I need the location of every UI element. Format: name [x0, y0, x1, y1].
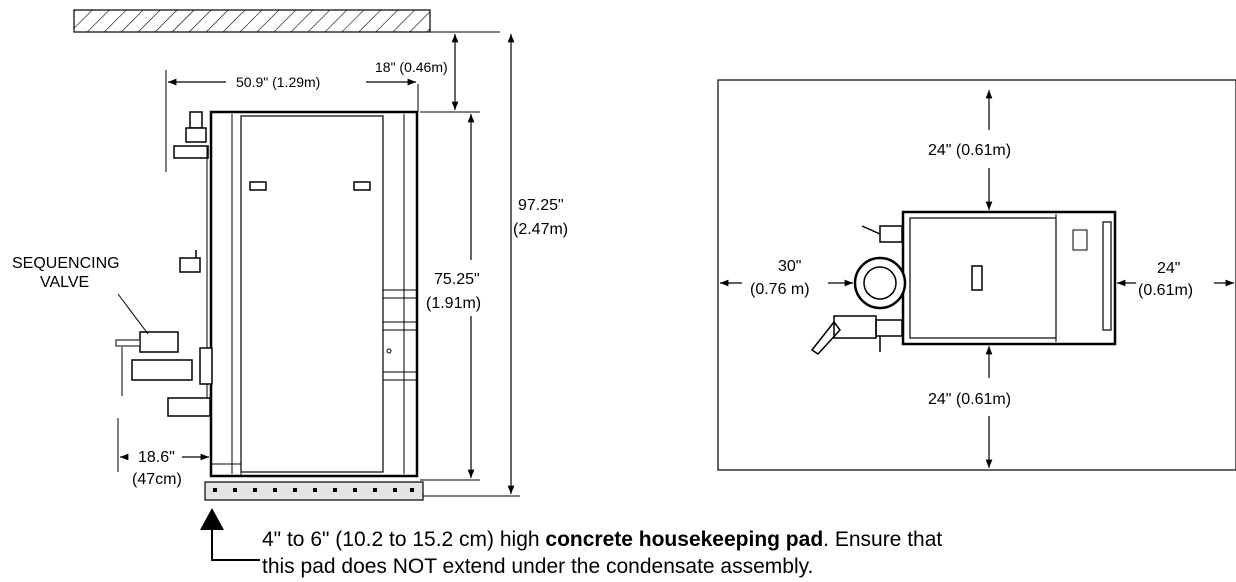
concrete-pad: [204, 481, 424, 501]
top-view-right-metric: (0.61m): [1138, 282, 1193, 299]
top-view-left-value: 30": [778, 258, 801, 275]
sequencing-label-line1: SEQUENCING: [12, 255, 120, 272]
sequencing-leader: [117, 293, 149, 335]
note-line-2: this pad does NOT extend under the conde…: [262, 555, 814, 578]
side-top-clearance: 18" (0.46m): [375, 59, 448, 75]
boiler-top-view: [810, 210, 1117, 355]
unit-height-value: 75.25": [434, 271, 480, 288]
overall-height-metric: (2.47m): [513, 221, 568, 238]
sequencing-label-line2: VALVE: [40, 274, 89, 291]
top-view-frame: [717, 79, 1236, 471]
note-suffix: . Ensure that: [823, 528, 943, 551]
side-piping: [115, 111, 213, 417]
pad-pointer-arrow: [200, 508, 224, 530]
note-line-1: 4" to 6" (10.2 to 15.2 cm) high concrete…: [262, 526, 1162, 553]
top-view-right-value: 24": [1157, 260, 1180, 277]
top-view-bottom-clearance: 24" (0.61m): [928, 391, 1011, 408]
top-view-top-clearance: 24" (0.61m): [928, 142, 1011, 159]
depth-metric: (47cm): [132, 471, 182, 488]
ceiling-hatch: [73, 9, 431, 33]
note-prefix: 4" to 6" (10.2 to 15.2 cm) high: [262, 528, 546, 551]
top-view-left-metric: (0.76 m): [750, 281, 810, 298]
side-width-dim: 50.9" (1.29m): [236, 74, 320, 90]
housekeeping-pad-note: 4" to 6" (10.2 to 15.2 cm) high concrete…: [262, 526, 1162, 580]
depth-value: 18.6": [138, 449, 175, 466]
unit-height-metric: (1.91m): [426, 295, 481, 312]
overall-height-value: 97.25": [518, 197, 564, 214]
boiler-side-view: [209, 110, 419, 478]
note-bold: concrete housekeeping pad: [545, 528, 824, 551]
